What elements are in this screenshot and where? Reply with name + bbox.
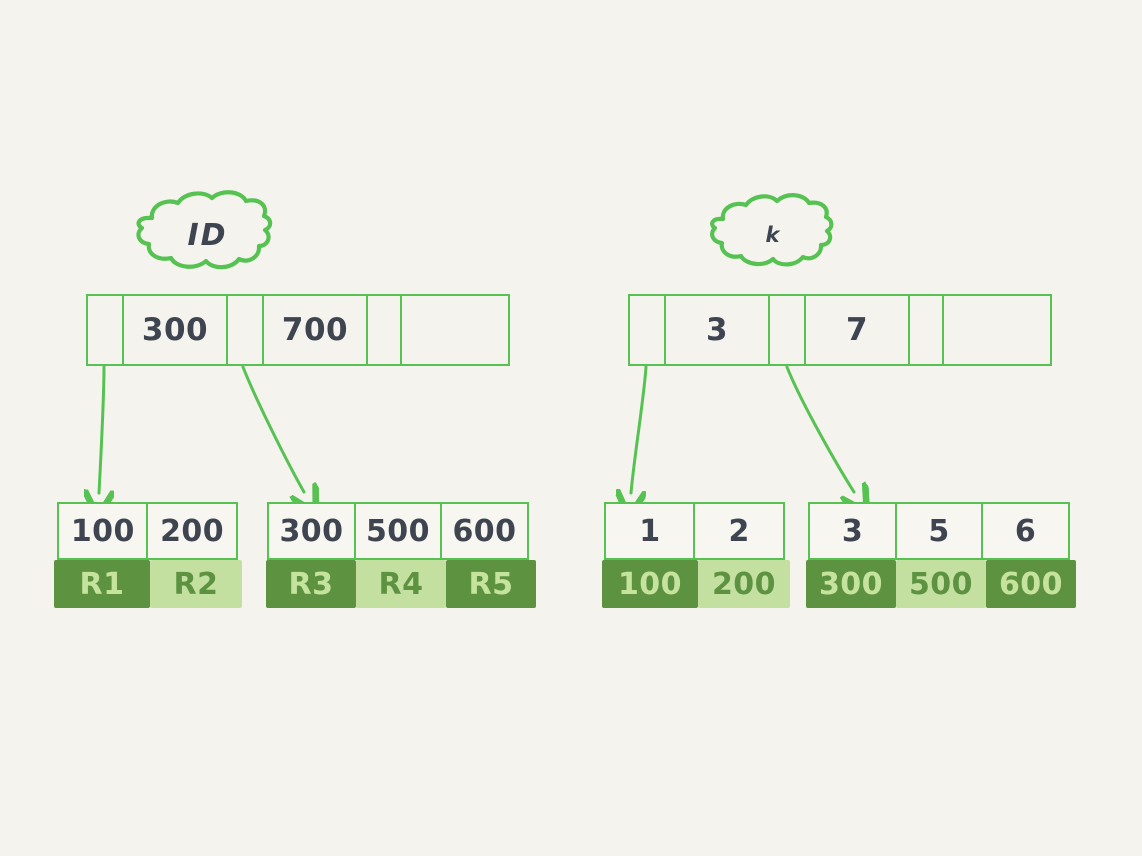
right-leaf-1-record-0: 100 bbox=[602, 560, 698, 608]
cloud-label-k-text: k bbox=[765, 223, 781, 247]
left-leaf-1-keys: 100 200 bbox=[57, 502, 238, 560]
cloud-label-k: k bbox=[707, 196, 839, 274]
left-leaf-2-key-1: 500 bbox=[353, 502, 443, 560]
connector-left-root-to-leaf-2 bbox=[241, 365, 304, 492]
left-leaf-1-record-0: R1 bbox=[54, 560, 150, 608]
right-root-pointer-1[interactable] bbox=[768, 294, 806, 366]
right-leaf-1-key-1: 2 bbox=[693, 502, 785, 560]
cloud-label-id: ID bbox=[135, 196, 280, 274]
right-leaf-2-record-1: 500 bbox=[896, 560, 986, 608]
left-root-pointer-0[interactable] bbox=[86, 294, 124, 366]
right-leaf-1-record-1: 200 bbox=[698, 560, 790, 608]
left-leaf-2-record-2: R5 bbox=[446, 560, 536, 608]
right-leaf-2-key-2: 6 bbox=[981, 502, 1070, 560]
left-root-pointer-1[interactable] bbox=[226, 294, 264, 366]
left-root-key-0: 300 bbox=[121, 294, 229, 366]
left-leaf-2-key-0: 300 bbox=[267, 502, 356, 560]
right-leaf-1-records: 100 200 bbox=[602, 560, 790, 608]
right-leaf-2-records: 300 500 600 bbox=[806, 560, 1076, 608]
right-leaf-2-key-1: 5 bbox=[894, 502, 984, 560]
right-root-pointer-2[interactable] bbox=[908, 294, 944, 366]
right-root-empty-slot bbox=[941, 294, 1052, 366]
right-leaf-1-keys: 1 2 bbox=[604, 502, 785, 560]
left-leaf-1-key-0: 100 bbox=[57, 502, 149, 560]
right-root-key-0: 3 bbox=[663, 294, 771, 366]
connector-right-root-to-leaf-1 bbox=[631, 365, 648, 493]
right-leaf-2-record-2: 600 bbox=[986, 560, 1076, 608]
left-leaf-1-key-1: 200 bbox=[146, 502, 238, 560]
left-leaf-2-records: R3 R4 R5 bbox=[266, 560, 536, 608]
left-leaf-2-record-1: R4 bbox=[356, 560, 446, 608]
left-leaf-1-records: R1 R2 bbox=[54, 560, 242, 608]
cloud-label-id-text: ID bbox=[187, 217, 228, 253]
left-leaf-2-key-2: 600 bbox=[440, 502, 529, 560]
left-root-node: 300 700 bbox=[86, 294, 517, 366]
left-leaf-1-record-1: R2 bbox=[150, 560, 242, 608]
right-leaf-2-keys: 3 5 6 bbox=[808, 502, 1075, 560]
connector-right-root-to-leaf-2 bbox=[785, 365, 854, 492]
right-leaf-2-record-0: 300 bbox=[806, 560, 896, 608]
connector-left-root-to-leaf-1 bbox=[99, 365, 104, 493]
left-root-pointer-2[interactable] bbox=[366, 294, 402, 366]
right-leaf-1-key-0: 1 bbox=[604, 502, 696, 560]
left-root-key-1: 700 bbox=[261, 294, 369, 366]
right-root-key-1: 7 bbox=[803, 294, 911, 366]
right-leaf-2-key-0: 3 bbox=[808, 502, 897, 560]
right-root-pointer-0[interactable] bbox=[628, 294, 666, 366]
left-leaf-2-record-0: R3 bbox=[266, 560, 356, 608]
left-leaf-2-keys: 300 500 600 bbox=[267, 502, 534, 560]
left-root-empty-slot bbox=[399, 294, 510, 366]
right-root-node: 3 7 bbox=[628, 294, 1060, 366]
